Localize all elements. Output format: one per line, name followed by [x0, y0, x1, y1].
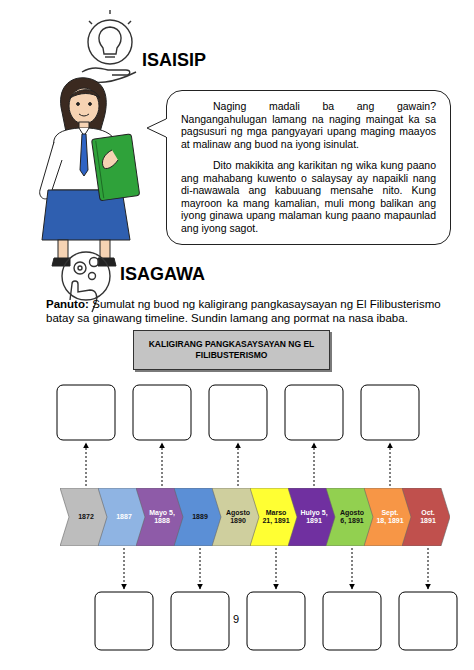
section-heading: ISAGAWA	[120, 264, 205, 285]
date-label: 1887	[110, 513, 138, 521]
lightbulb-icon	[82, 10, 136, 82]
date-label: Oct. 1891	[414, 509, 442, 525]
date-label: Hulyo 5, 1891	[300, 509, 328, 525]
student-illustration	[40, 78, 140, 266]
box-title: KALIGIRANG PANGKASAYSAYAN NG EL FILIBUST…	[142, 339, 321, 361]
speech-bubble: Naging madali ba ang gawain? Nangangahul…	[166, 90, 451, 245]
date-label: Mayo 5, 1888	[148, 509, 176, 525]
date-label: Marso 21, 1891	[262, 509, 290, 525]
answer-boxes	[57, 385, 457, 650]
dashed-arrows	[86, 443, 428, 589]
bubble-paragraph: Dito makikita ang karikitan ng wika kung…	[181, 159, 436, 234]
date-label: Sept. 18, 1891	[376, 509, 404, 525]
bubble-paragraph: Naging madali ba ang gawain? Nangangahul…	[181, 100, 436, 150]
section-heading: ISAISIP	[142, 50, 206, 71]
title-box: KALIGIRANG PANGKASAYSAYAN NG EL FILIBUST…	[133, 330, 330, 370]
date-label: Agosto 1890	[224, 509, 252, 525]
instruction-text: Sumulat ng buod ng kaligirang pangkasays…	[46, 298, 441, 324]
date-label: 1889	[186, 513, 214, 521]
date-label: 1872	[72, 513, 100, 521]
page-number: 9	[233, 613, 239, 625]
instruction-label: Panuto:	[46, 298, 89, 310]
instruction-paragraph: Panuto:Sumulat ng buod ng kaligirang pan…	[46, 297, 454, 325]
date-label: Agosto 6, 1891	[338, 509, 366, 525]
timeline-chevron: Oct. 1891	[402, 488, 450, 546]
